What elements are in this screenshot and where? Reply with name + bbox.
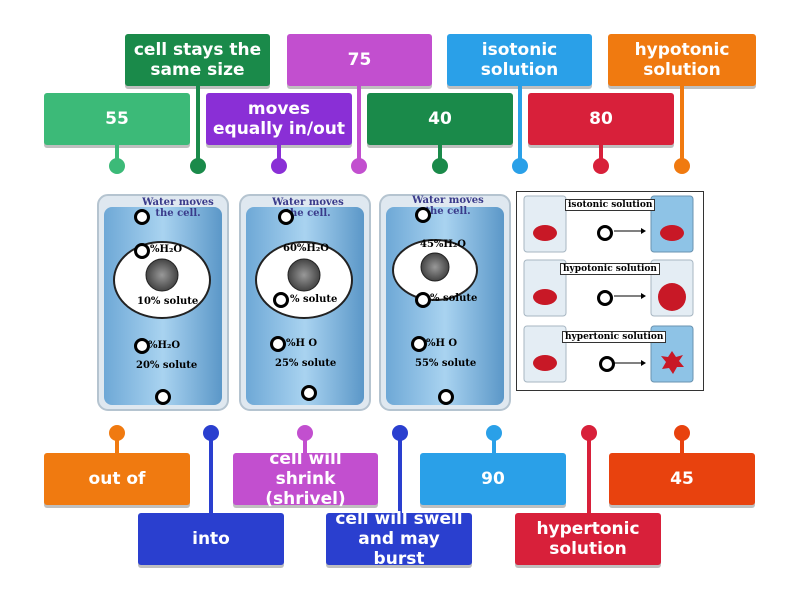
drop-target[interactable]	[273, 292, 289, 308]
drop-target[interactable]	[415, 292, 431, 308]
pin-dot	[190, 158, 206, 174]
answer-tile[interactable]: into	[138, 513, 284, 565]
answer-tile[interactable]: isotonic solution	[447, 34, 592, 86]
pin-stem	[680, 432, 684, 453]
pin-stem	[438, 145, 442, 166]
pin-stem	[115, 145, 119, 166]
beaker-1	[97, 194, 229, 411]
beaker-3-header: Water moves the cell.	[412, 195, 484, 217]
answer-tile[interactable]: cell stays the same size	[125, 34, 270, 86]
pin-stem	[587, 432, 591, 513]
beaker-2-inner-water: 60%H₂O	[283, 243, 329, 254]
pin-stem	[115, 432, 119, 453]
pin-dot	[581, 425, 597, 441]
answer-tile[interactable]: 40	[367, 93, 513, 145]
pin-dot	[351, 158, 367, 174]
drop-target[interactable]	[411, 336, 427, 352]
pin-dot	[512, 158, 528, 174]
answer-tile[interactable]: 75	[287, 34, 432, 86]
pin-stem	[209, 432, 213, 513]
drop-target[interactable]	[599, 356, 615, 372]
drop-target[interactable]	[597, 225, 613, 241]
beaker-2-outer-solute: 25% solute	[275, 358, 337, 369]
beaker-1-outer-solute: 20% solute	[136, 360, 198, 371]
drop-target[interactable]	[270, 336, 286, 352]
pin-stem	[196, 86, 200, 166]
answer-tile[interactable]: 55	[44, 93, 190, 145]
pin-dot	[109, 158, 125, 174]
beaker-1-inner-water: %H₂O	[150, 244, 183, 255]
pin-stem	[518, 86, 522, 166]
drop-target[interactable]	[597, 290, 613, 306]
drop-target[interactable]	[415, 207, 431, 223]
drop-target[interactable]	[301, 385, 317, 401]
beaker-2	[239, 194, 371, 411]
pin-dot	[109, 425, 125, 441]
drop-target[interactable]	[134, 338, 150, 354]
pin-stem	[599, 145, 603, 166]
pin-dot	[297, 425, 313, 441]
pin-stem	[277, 145, 281, 166]
beaker-3-inner-solute: % solute	[430, 293, 478, 304]
drop-target[interactable]	[134, 209, 150, 225]
pin-stem	[398, 432, 402, 513]
answer-tile[interactable]: 90	[420, 453, 566, 505]
pin-dot	[674, 425, 690, 441]
answer-tile[interactable]: hypotonic solution	[608, 34, 756, 86]
beaker-1-outer-water: %H₂O	[148, 340, 181, 351]
pin-dot	[203, 425, 219, 441]
answer-tile[interactable]: hypertonic solution	[515, 513, 661, 565]
pin-dot	[593, 158, 609, 174]
ref-label-hypertonic: hypertonic solution	[562, 331, 667, 343]
answer-tile[interactable]: cell will swell and may burst	[326, 509, 472, 569]
answer-tile[interactable]: out of	[44, 453, 190, 505]
beaker-3-outer-water: %H O	[426, 338, 458, 349]
pin-dot	[271, 158, 287, 174]
answer-tile[interactable]: 45	[609, 453, 755, 505]
pin-dot	[392, 425, 408, 441]
beaker-2-outer-water: %H O	[286, 338, 318, 349]
answer-tile[interactable]: moves equally in/out	[206, 93, 352, 145]
pin-stem	[680, 86, 684, 166]
beaker-diagram	[97, 194, 511, 411]
beaker-1-inner-solute: 10% solute	[137, 296, 199, 307]
pin-stem	[357, 86, 361, 166]
drop-target[interactable]	[155, 389, 171, 405]
beaker-1-header: Water moves the cell.	[142, 197, 214, 219]
pin-dot	[432, 158, 448, 174]
beaker-2-inner-solute: % solute	[290, 294, 338, 305]
answer-tile[interactable]: cell will shrink (shrivel)	[233, 449, 378, 509]
answer-tile[interactable]: 80	[528, 93, 674, 145]
drop-target[interactable]	[278, 209, 294, 225]
pin-dot	[674, 158, 690, 174]
drop-target[interactable]	[134, 243, 150, 259]
beaker-3-outer-solute: 55% solute	[415, 358, 477, 369]
beaker-3	[379, 194, 511, 411]
ref-label-hypotonic: hypotonic solution	[560, 263, 660, 275]
pin-dot	[486, 425, 502, 441]
pin-stem	[303, 432, 307, 453]
beaker-3-inner-water: 45%H₂O	[420, 239, 466, 250]
ref-label-isotonic: isotonic solution	[565, 199, 656, 211]
beaker-2-header: Water moves the cell.	[272, 197, 344, 219]
drop-target[interactable]	[438, 389, 454, 405]
pin-stem	[492, 432, 496, 453]
